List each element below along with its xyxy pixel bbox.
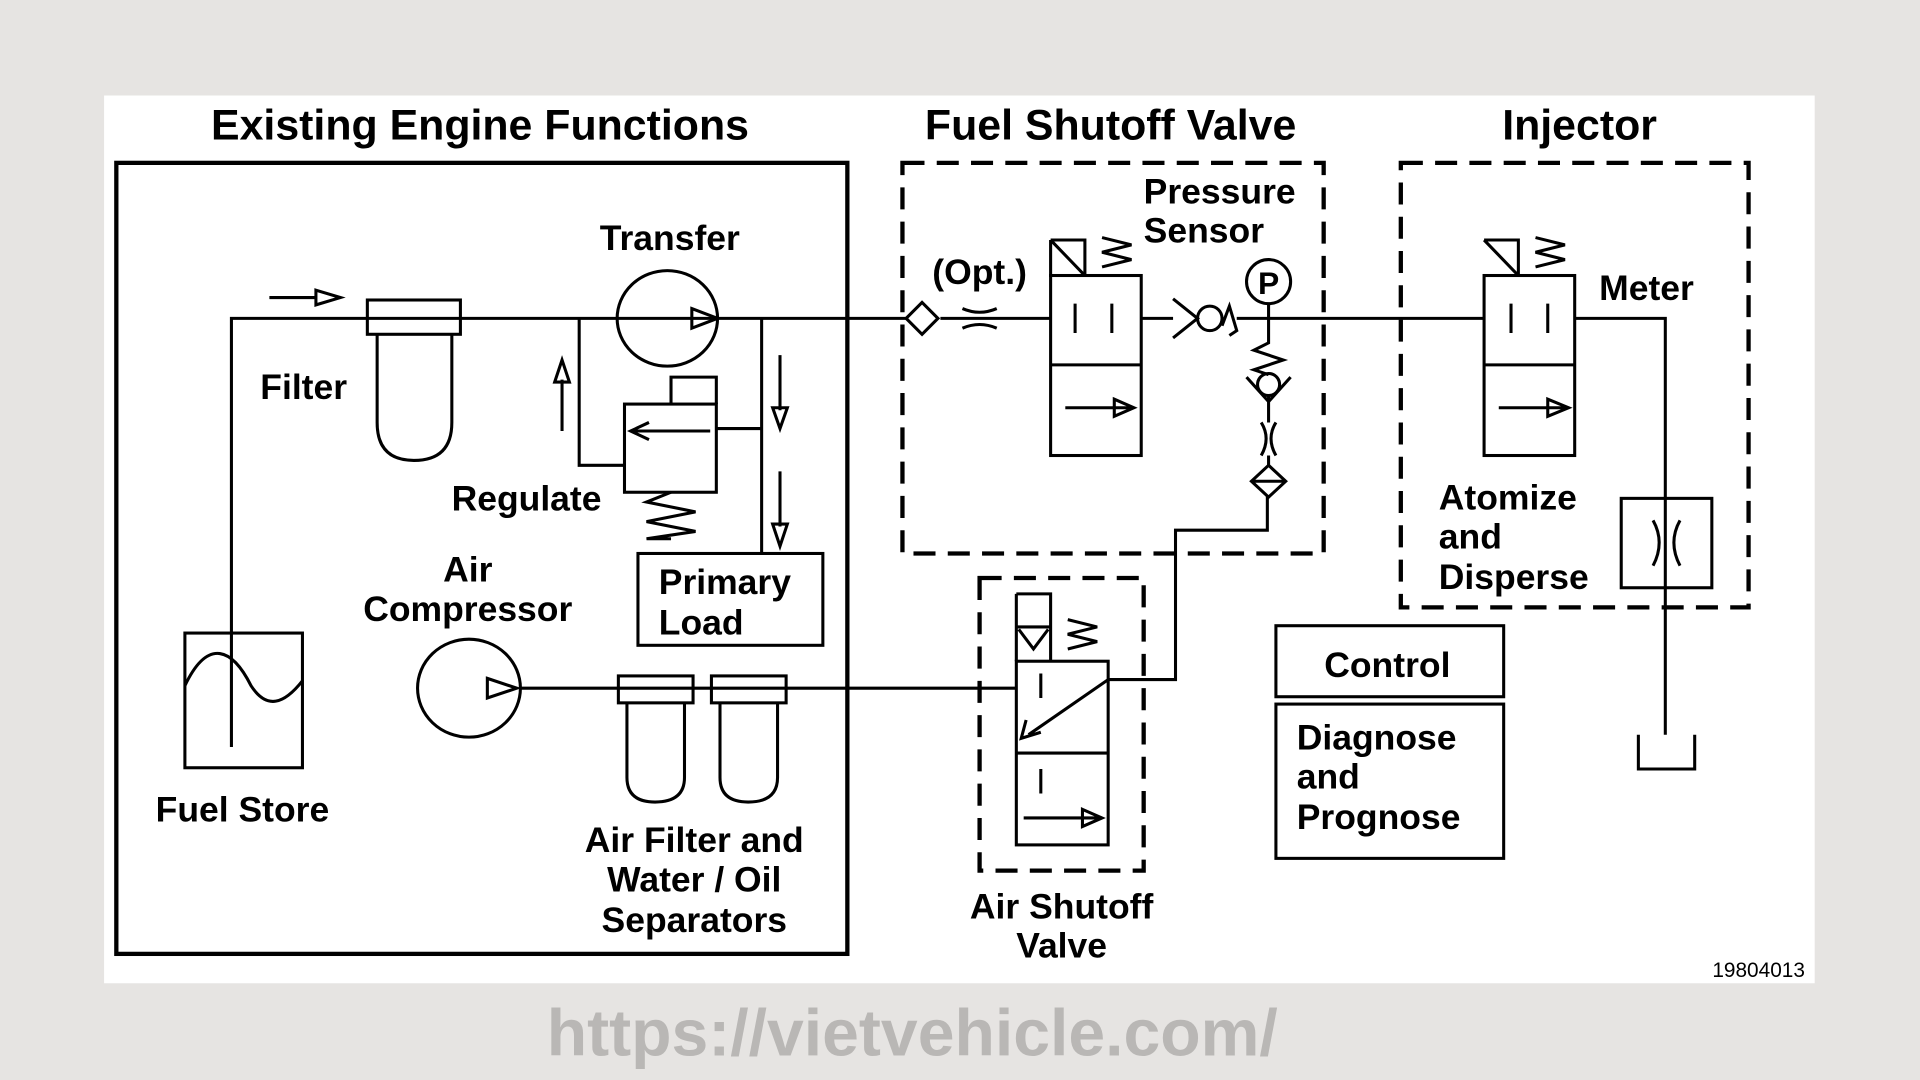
label-air-filter: Air Filter and [585,820,804,860]
label-prognose: Prognose [1297,797,1461,837]
label-transfer: Transfer [600,218,740,258]
injector-meter-valve-icon [1482,236,1577,458]
label-air: Air [443,550,492,590]
title-fuel-shutoff-valve: Fuel Shutoff Valve [925,102,1296,150]
label-diagnose: Diagnose [1297,717,1457,757]
diagnose-box [1274,702,1506,860]
label-meter: Meter [1599,268,1694,308]
control-box [1274,624,1506,699]
label-sensor: Sensor [1144,210,1265,250]
injector-box [1398,160,1751,610]
label-load: Load [659,602,744,642]
label-regulate: Regulate [452,479,602,519]
label-and: and [1439,517,1502,557]
label-disperse: Disperse [1439,557,1589,597]
label-pressure: Pressure [1144,171,1296,211]
label-water-oil: Water / Oil [607,859,781,899]
primary-load-box [636,551,825,647]
label-fuel-store: Fuel Store [156,790,330,830]
label-primary: Primary [659,562,791,602]
transfer-pump-icon [615,269,722,368]
nozzle-icon [1619,496,1714,590]
title-existing-engine-functions: Existing Engine Functions [211,102,749,150]
label-atomize: Atomize [1439,477,1577,517]
air-filters-icon [616,674,788,804]
check-valve-icon [1172,297,1239,340]
diagram-panel [104,95,1815,984]
label-valve: Valve [1016,926,1107,966]
label-diagnose-and: and [1297,757,1360,797]
air-shutoff-box [977,575,1146,873]
figure-number: 19804013 [1712,959,1805,982]
label-opt: (Opt.) [932,252,1027,292]
regulator-icon [552,318,790,554]
label-control: Control [1324,645,1450,685]
pressure-sensor-p: P [1258,265,1279,301]
label-compressor: Compressor [363,589,572,629]
title-injector: Injector [1502,102,1657,150]
label-air-shutoff: Air Shutoff [970,886,1154,926]
label-filter: Filter [260,367,347,407]
air-compressor-icon [416,495,1269,739]
existing-functions-box [114,160,850,957]
fuel-shutoff-valve-icon [903,236,1143,458]
fuel-lines [229,288,1697,771]
fuel-shutoff-box [900,160,1326,556]
watermark-url: https://vietvehicle.com/ [547,997,1278,1071]
fuel-store-tank [183,631,304,770]
fuel-filter-icon [365,298,462,462]
pressure-sensor-icon: P [1245,258,1293,500]
air-shutoff-valve-icon [1014,592,1110,847]
label-separators: Separators [602,900,787,940]
